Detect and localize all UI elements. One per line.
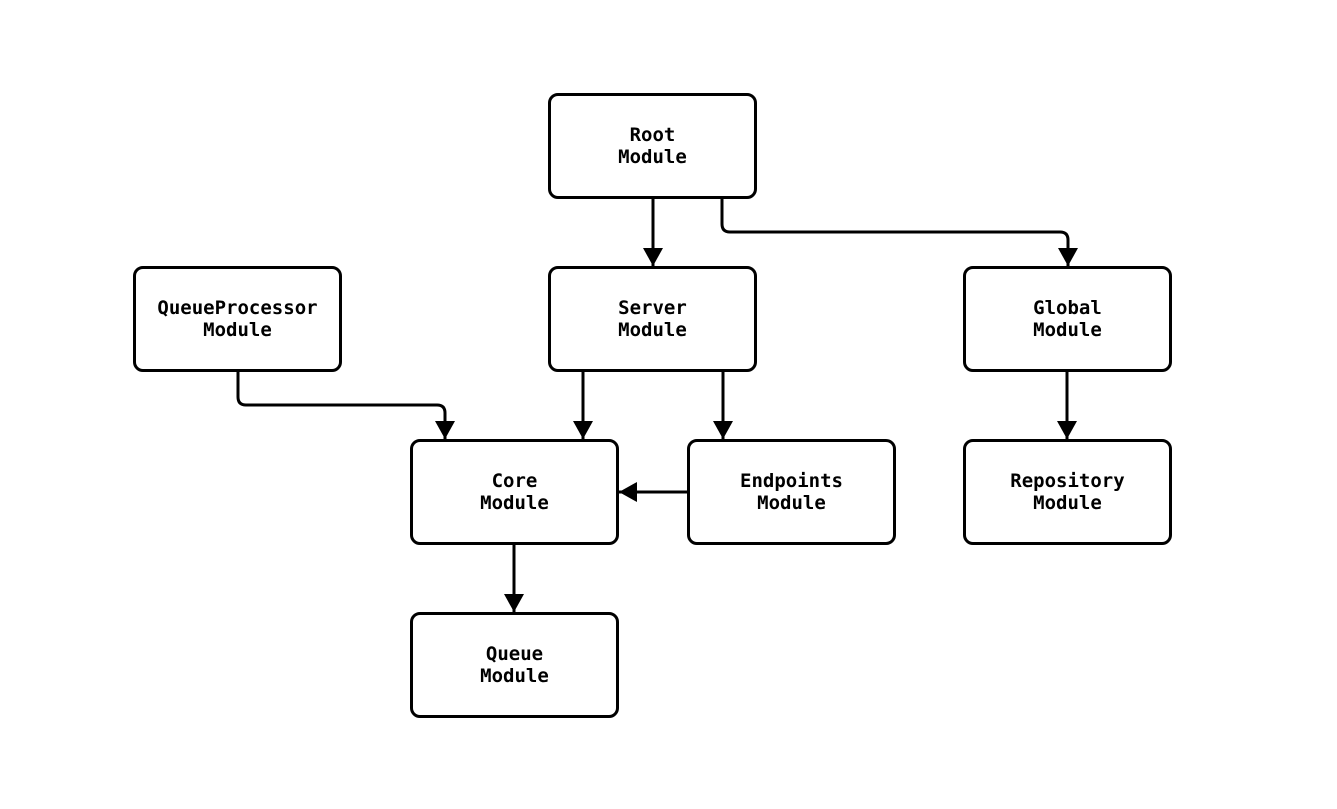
node-global-module-label: Global Module	[1033, 297, 1102, 341]
node-queue-module-label: Queue Module	[480, 643, 549, 687]
node-queue-module: Queue Module	[410, 612, 619, 718]
node-server-module: Server Module	[548, 266, 757, 372]
node-queueprocessor-module: QueueProcessor Module	[133, 266, 342, 372]
node-core-module: Core Module	[410, 439, 619, 545]
node-global-module: Global Module	[963, 266, 1172, 372]
node-server-module-label: Server Module	[618, 297, 687, 341]
node-repository-module: Repository Module	[963, 439, 1172, 545]
edge-root-to-global-arrow	[720, 197, 1078, 266]
node-core-module-label: Core Module	[480, 470, 549, 514]
node-endpoints-module: Endpoints Module	[687, 439, 896, 545]
node-queueprocessor-module-label: QueueProcessor Module	[157, 297, 318, 341]
node-endpoints-module-label: Endpoints Module	[740, 470, 843, 514]
node-root-module: Root Module	[548, 93, 757, 199]
node-repository-module-label: Repository Module	[1010, 470, 1125, 514]
node-root-module-label: Root Module	[618, 124, 687, 168]
edge-queueprocessor-to-core-arrow	[236, 372, 455, 439]
